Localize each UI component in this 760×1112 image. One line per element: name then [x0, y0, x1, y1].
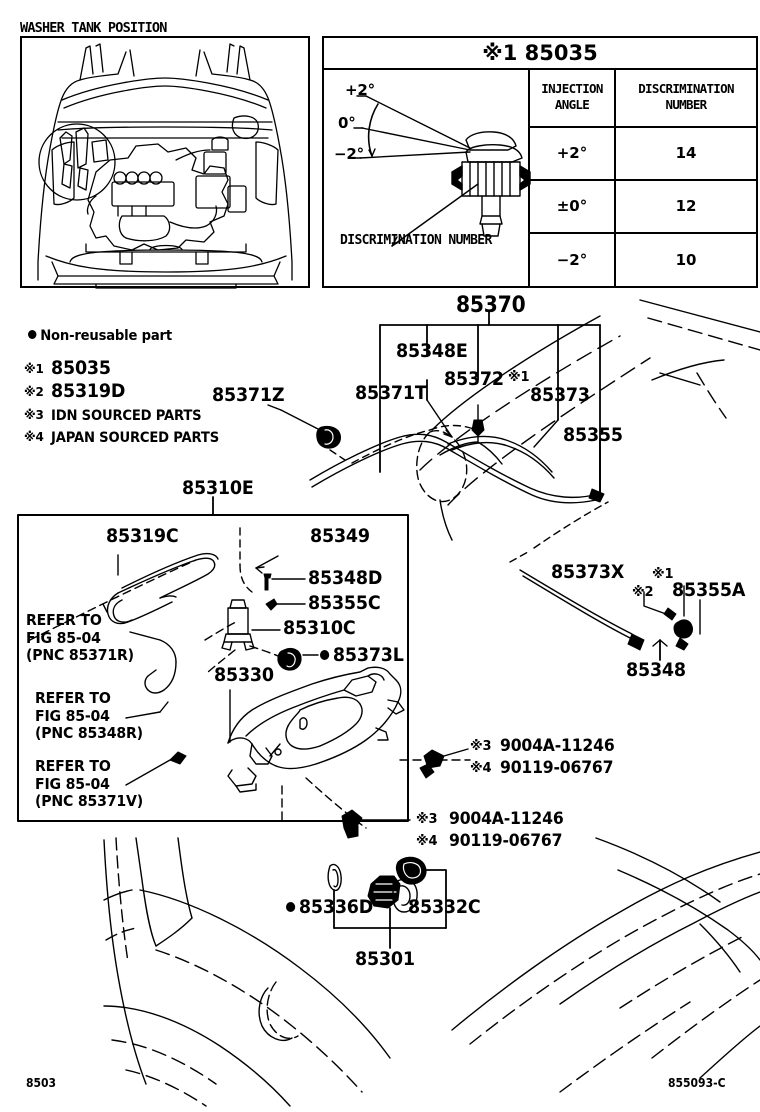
callout-85301: 85301 [355, 948, 415, 970]
callout-85373X: 85373X [551, 561, 625, 583]
callout-85336D: 85336D [286, 897, 373, 918]
legend-note-3: ※3 IDN SOURCED PARTS [24, 406, 211, 424]
angle-label-zero: 0° [338, 114, 356, 132]
table-cell-number-2: 10 [675, 250, 697, 269]
table-cell-angle-1: ±0° [556, 197, 588, 216]
callout-85348E: 85348E [396, 340, 468, 362]
legend-note-3-mark: ※3 [24, 408, 44, 422]
sourced-1-mark4: ※4 [470, 761, 492, 776]
legend-note-2-mark: ※2 [24, 385, 44, 399]
callout-85319C: 85319C [106, 525, 179, 547]
table-cell-number-0: 14 [675, 144, 697, 163]
washer-tank-position-title: WASHER TANK POSITION [20, 20, 167, 36]
callout-85348D: 85348D [308, 567, 383, 589]
table-cell-number-1: 12 [675, 197, 697, 216]
refer-block-3: REFER TO FIG 85-04 (PNC 85371V) [35, 757, 143, 811]
callout-85373L-text: 85373L [332, 644, 404, 666]
col1-line2: ANGLE [554, 97, 590, 112]
table-cell-angle-0: +2° [556, 144, 588, 163]
table-row-divider-3 [528, 232, 756, 234]
refer-block-2-line3: (PNC 85348R) [35, 724, 143, 743]
refer-block-1-line1: REFER TO [26, 611, 102, 629]
sourced-1-pn4: 90119-06767 [499, 758, 613, 778]
discrimination-number-callout: DISCRIMINATION NUMBER [340, 232, 492, 250]
callout-85355: 85355 [563, 424, 623, 446]
sourced-1-pn3: 9004A-11246 [499, 736, 615, 756]
legend-note-1-text: 85035 [51, 357, 111, 379]
footer-left-code: 8503 [26, 1076, 57, 1090]
refer-block-1-line3: (PNC 85371R) [26, 646, 134, 665]
non-reusable-dot-icon [28, 330, 37, 339]
legend-non-reusable-label: Non-reusable part [40, 328, 172, 344]
callout-85355C: 85355C [308, 592, 381, 614]
refer-block-2: REFER TO FIG 85-04 (PNC 85348R) [35, 689, 143, 743]
refer-block-2-line2: FIG 85-04 [35, 706, 110, 725]
mark-1-85355A: ※1 [652, 567, 674, 582]
callout-85332C: 85332C [408, 896, 481, 918]
table-row-divider-2 [528, 179, 756, 181]
table-row-divider-1 [528, 126, 756, 128]
callout-85372-mark: ※1 [508, 368, 529, 385]
callout-85373: 85373 [530, 384, 590, 406]
legend-note-4: ※4 JAPAN SOURCED PARTS [24, 428, 230, 446]
table-col-header-discrimination-number: DISCRIMINATION NUMBER [616, 70, 756, 124]
callout-85371Z: 85371Z [212, 384, 285, 406]
sourced-1-mark3: ※3 [470, 739, 492, 754]
callout-85355A-mark: ※1 [652, 565, 673, 582]
callout-85310C: 85310C [283, 617, 356, 639]
footer-right-code: 855093-C [668, 1076, 726, 1090]
injection-angle-table: ※1 85035 INJECTION ANGLE DISCRIMINATION … [322, 36, 758, 288]
callout-85349: 85349 [310, 525, 370, 547]
sourced-parts-2-line4: ※4 90119-06767 [416, 831, 572, 851]
callout-85310E: 85310E [182, 477, 254, 499]
callout-85370: 85370 [456, 293, 526, 318]
callout-85371T: 85371T [355, 382, 427, 404]
callout-85373L: 85373L [320, 645, 404, 666]
legend-note-4-text: JAPAN SOURCED PARTS [51, 430, 219, 446]
callout-85355A: 85355A [672, 579, 746, 601]
table-col-divider-2 [614, 68, 616, 288]
sourced-2-mark4: ※4 [416, 834, 438, 849]
angle-label-minus2: −2° [334, 145, 364, 163]
col1-line1: INJECTION [541, 81, 603, 97]
legend-note-2-text: 85319D [51, 380, 126, 402]
mark-2-85348: ※2 [632, 585, 654, 600]
refer-block-1-line2: FIG 85-04 [26, 628, 101, 647]
refer-block-3-line2: FIG 85-04 [35, 774, 110, 793]
non-reusable-dot-85336D [286, 902, 296, 912]
sourced-2-pn3: 9004A-11246 [448, 809, 564, 829]
legend-note-4-mark: ※4 [24, 430, 44, 444]
sourced-2-mark3: ※3 [416, 812, 438, 827]
refer-block-1: REFER TO FIG 85-04 (PNC 85371R) [26, 611, 134, 665]
legend-note-1-mark: ※1 [24, 362, 44, 376]
refer-block-2-line1: REFER TO [35, 689, 111, 707]
col2-line1: DISCRIMINATION [638, 81, 734, 97]
sourced-2-pn4: 90119-06767 [448, 831, 562, 851]
callout-85348-mark: ※2 [632, 583, 653, 600]
washer-tank-position-frame [20, 36, 310, 288]
table-cell-angle-2: −2° [556, 250, 588, 269]
legend-note-3-text: IDN SOURCED PARTS [51, 408, 202, 424]
legend-non-reusable: Non-reusable part [28, 328, 172, 344]
legend-note-1: ※1 85035 [24, 358, 116, 379]
sourced-parts-2-line3: ※3 9004A-11246 [416, 809, 573, 829]
angle-label-plus2: +2° [345, 81, 375, 99]
table-header-band: ※1 85035 [324, 38, 756, 70]
callout-85372: 85372 [444, 368, 504, 390]
callout-85330: 85330 [214, 664, 274, 686]
refer-block-3-line1: REFER TO [35, 757, 111, 775]
discrimination-number-text: DISCRIMINATION NUMBER [340, 233, 492, 248]
refer-block-3-line3: (PNC 85371V) [35, 792, 143, 811]
callout-85336D-text: 85336D [298, 896, 374, 918]
sourced-parts-1-line3: ※3 9004A-11246 [470, 736, 624, 756]
sourced-parts-1-line4: ※4 90119-06767 [470, 758, 623, 778]
legend-note-2: ※2 85319D [24, 381, 132, 402]
table-title: ※1 85035 [482, 41, 598, 65]
table-col-header-injection-angle: INJECTION ANGLE [530, 70, 614, 124]
col2-line2: NUMBER [665, 97, 708, 112]
mark-1-85372: ※1 [508, 370, 530, 385]
non-reusable-dot-85373L [320, 650, 330, 660]
callout-85348: 85348 [626, 659, 686, 681]
